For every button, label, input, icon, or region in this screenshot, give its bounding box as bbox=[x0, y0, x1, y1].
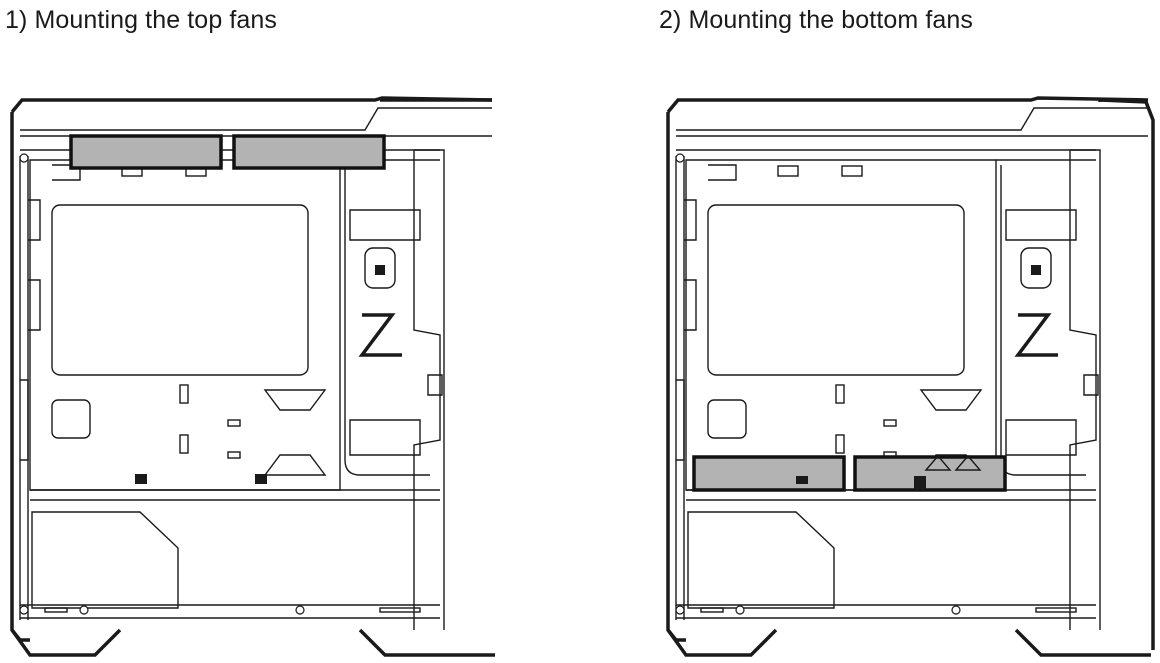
bottom-fan-slot-2 bbox=[853, 455, 1007, 492]
case-diagram-bottom-fans bbox=[666, 96, 1155, 657]
bottom-fan-slot-1 bbox=[692, 455, 846, 492]
top-fan-slot-1 bbox=[69, 134, 223, 170]
top-fan-slot-2 bbox=[232, 134, 386, 170]
step-2-title: 2) Mounting the bottom fans bbox=[659, 6, 973, 34]
case-diagram-top-fans bbox=[10, 96, 495, 657]
step-1-title: 1) Mounting the top fans bbox=[5, 6, 278, 34]
